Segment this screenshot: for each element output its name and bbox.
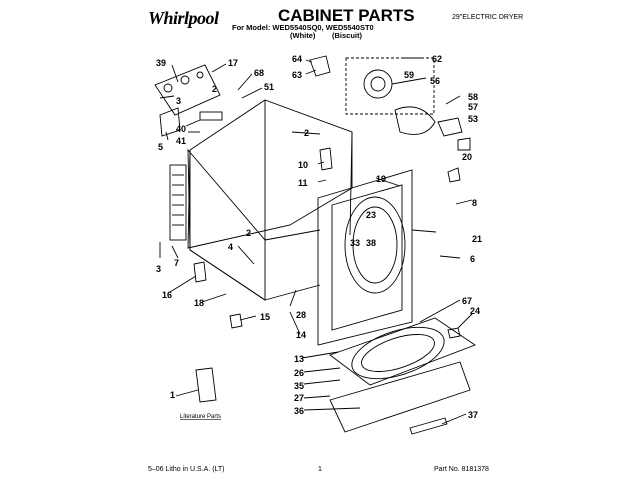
callout-57: 57	[468, 102, 478, 112]
callout-28: 28	[296, 310, 306, 320]
door-panel	[329, 361, 471, 433]
callout-15: 15	[260, 312, 270, 322]
callout-5: 5	[158, 142, 163, 152]
literature-parts-label: Literature Parts	[180, 414, 221, 420]
motor-part-59	[363, 69, 393, 99]
callout-3b: 3	[156, 264, 161, 274]
dryer-type: 29"ELECTRIC DRYER	[452, 14, 524, 21]
callout-38: 38	[366, 238, 376, 248]
callout-51: 51	[264, 82, 274, 92]
callout-16: 16	[162, 290, 172, 300]
callout-41: 41	[176, 136, 186, 146]
callout-68: 68	[254, 68, 264, 78]
callout-58: 58	[468, 92, 478, 102]
callout-40: 40	[176, 124, 186, 134]
callout-labels: 39 17 68 51 3 2 40 41 5 64 63 62 59 56 5…	[156, 54, 482, 420]
callout-2: 2	[212, 84, 217, 94]
bracket-64	[309, 55, 331, 77]
callout-20: 20	[462, 152, 472, 162]
variant-biscuit: (Biscuit)	[332, 31, 362, 40]
variant-white: (White)	[290, 31, 316, 40]
callout-63: 63	[292, 70, 302, 80]
callout-59: 59	[404, 70, 414, 80]
callout-37: 37	[468, 410, 478, 420]
callout-36: 36	[294, 406, 304, 416]
callout-24: 24	[470, 306, 480, 316]
callout-26: 26	[294, 368, 304, 378]
callout-6: 6	[470, 254, 475, 264]
handle-37	[409, 417, 448, 435]
callout-27: 27	[294, 393, 304, 403]
footer-page-number: 1	[318, 466, 322, 473]
front-panel-inner	[331, 184, 403, 331]
callout-33: 33	[350, 238, 360, 248]
callout-8: 8	[472, 198, 477, 208]
motor-box-dashed	[345, 57, 435, 115]
callout-39: 39	[156, 58, 166, 68]
callout-13: 13	[294, 354, 304, 364]
callout-7: 7	[174, 258, 179, 268]
top-bracket	[154, 64, 221, 116]
callout-21: 21	[472, 234, 482, 244]
clip-41	[199, 111, 223, 121]
leveling-leg-16	[193, 261, 207, 283]
callout-2b: 2	[304, 128, 309, 138]
callout-11: 11	[298, 178, 308, 188]
callout-18: 18	[194, 298, 204, 308]
callout-35: 35	[294, 381, 304, 391]
callout-10: 10	[298, 160, 308, 170]
part-15	[229, 313, 243, 329]
callout-17: 17	[228, 58, 238, 68]
callout-56: 56	[430, 76, 440, 86]
callout-67: 67	[462, 296, 472, 306]
callout-62: 62	[432, 54, 442, 64]
whirlpool-logo: Whirlpool	[148, 8, 219, 28]
callout-2c: 2	[246, 228, 251, 238]
cabinet-side-panel	[187, 148, 266, 301]
callout-1: 1	[170, 390, 175, 400]
belt-56	[394, 106, 436, 135]
footer-print-info: 5–06 Litho in U.S.A. (LT)	[148, 466, 225, 473]
callout-64: 64	[292, 54, 302, 64]
callout-3: 3	[176, 96, 181, 106]
part-53	[457, 137, 471, 151]
callout-4: 4	[228, 242, 233, 252]
door-opening	[344, 196, 406, 294]
bracket-5	[159, 107, 181, 137]
part-57	[437, 117, 463, 137]
vent-strip	[169, 164, 187, 241]
door-frame	[329, 317, 476, 386]
part-24	[447, 327, 461, 339]
part-20	[447, 167, 461, 183]
model-line: For Model: WED5540SQ0, WED5540ST0	[232, 23, 374, 32]
callout-19: 19	[376, 174, 386, 184]
door-gasket	[351, 326, 445, 380]
callout-53: 53	[468, 114, 478, 124]
callout-23: 23	[366, 210, 376, 220]
part-10	[319, 147, 333, 171]
footer-part-number: Part No. 8181378	[434, 466, 489, 473]
callout-14: 14	[296, 330, 306, 340]
literature-booklet	[195, 367, 217, 403]
cabinet-top-outline	[187, 99, 353, 249]
page-title: CABINET PARTS	[278, 6, 415, 25]
